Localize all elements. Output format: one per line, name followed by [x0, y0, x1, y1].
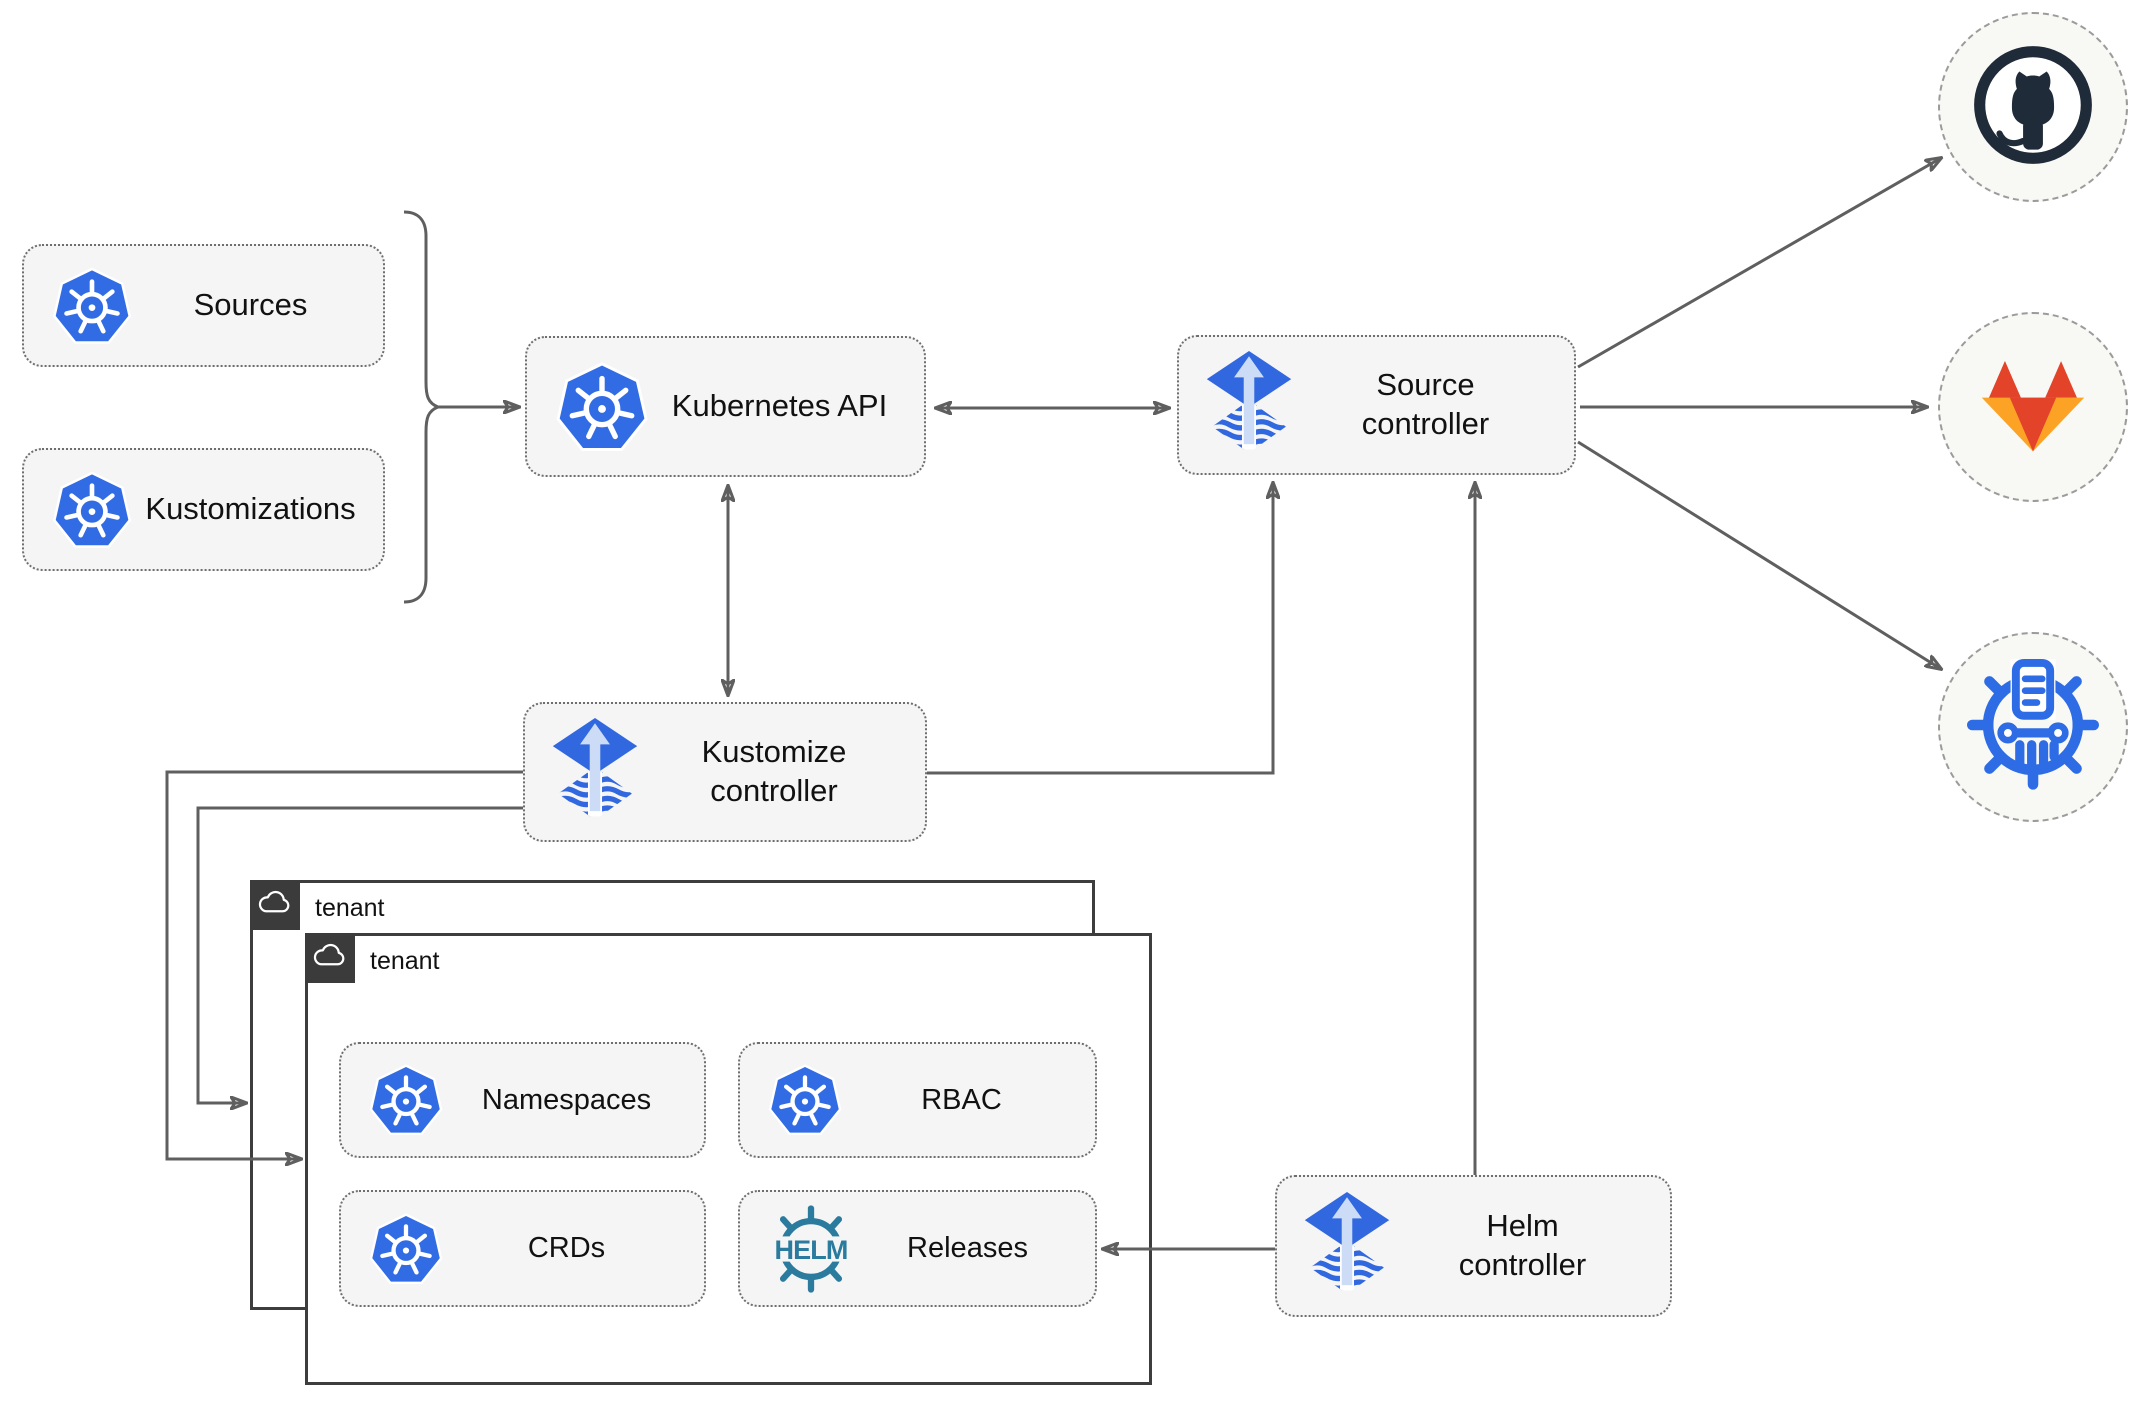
label-line2: controller [1361, 406, 1490, 441]
arrow-source-to-github [1577, 158, 1941, 369]
label-line1: Source [1376, 367, 1475, 403]
kubernetes-icon [367, 1061, 445, 1139]
tenant-tab [250, 880, 300, 930]
node-kubernetes-api: Kubernetes API [525, 336, 926, 477]
flux-icon [1303, 1192, 1391, 1301]
node-helm-controller-label: Helm controller [1391, 1207, 1654, 1285]
kubernetes-icon [553, 358, 651, 456]
remote-gitlab [1938, 312, 2128, 502]
label-line1: Helm [1486, 1208, 1559, 1244]
arrow-kustomize-to-source-controller [927, 483, 1273, 775]
node-kustomize-controller: Kustomize controller [523, 702, 927, 842]
gitlab-tanuki-icon [1972, 344, 2094, 471]
tenant-box-inner: tenant [305, 933, 1152, 1385]
kubernetes-icon [766, 1061, 844, 1139]
node-crds: CRDs [339, 1190, 706, 1307]
kubernetes-icon [50, 468, 134, 552]
flux-icon [551, 718, 639, 827]
helm-icon: HELM [766, 1204, 856, 1294]
node-source-controller-label: Source controller [1293, 366, 1558, 444]
brace-sources-group [403, 210, 443, 604]
node-releases-label: Releases [907, 1232, 1028, 1265]
node-kubernetes-api-label: Kubernetes API [671, 388, 888, 424]
helm-logo-text: HELM [775, 1234, 848, 1264]
node-rbac: RBAC [738, 1042, 1097, 1158]
node-crds-label: CRDs [527, 1232, 606, 1265]
node-releases: HELM Releases [738, 1190, 1097, 1307]
kubernetes-icon [367, 1210, 445, 1288]
label-line2: controller [710, 773, 838, 808]
node-sources: Sources [22, 244, 385, 367]
remote-chartmuseum [1938, 632, 2128, 822]
node-kustomizations-label: Kustomizations [145, 491, 356, 527]
cloud-icon [313, 943, 347, 973]
node-kustomizations: Kustomizations [22, 448, 385, 571]
tenant-label: tenant [315, 894, 385, 922]
node-helm-controller: Helm controller [1275, 1175, 1672, 1317]
node-namespaces: Namespaces [339, 1042, 706, 1158]
tenant-label: tenant [370, 947, 440, 975]
flux-icon [1205, 351, 1293, 460]
label-line1: Kustomize [701, 734, 847, 770]
arrow-source-to-chartmuseum [1577, 440, 1941, 669]
cloud-icon [258, 890, 292, 920]
node-rbac-label: RBAC [921, 1083, 1002, 1116]
node-kustomize-controller-label: Kustomize controller [639, 733, 909, 811]
kubernetes-icon [50, 264, 134, 348]
node-source-controller: Source controller [1177, 335, 1576, 475]
github-octocat-icon [1971, 43, 2095, 172]
remote-github [1938, 12, 2128, 202]
tenant-tab [305, 933, 355, 983]
chartmuseum-column-icon [1967, 659, 2099, 796]
node-namespaces-label: Namespaces [481, 1083, 652, 1116]
node-sources-label: Sources [193, 287, 308, 323]
label-line2: controller [1458, 1247, 1587, 1282]
